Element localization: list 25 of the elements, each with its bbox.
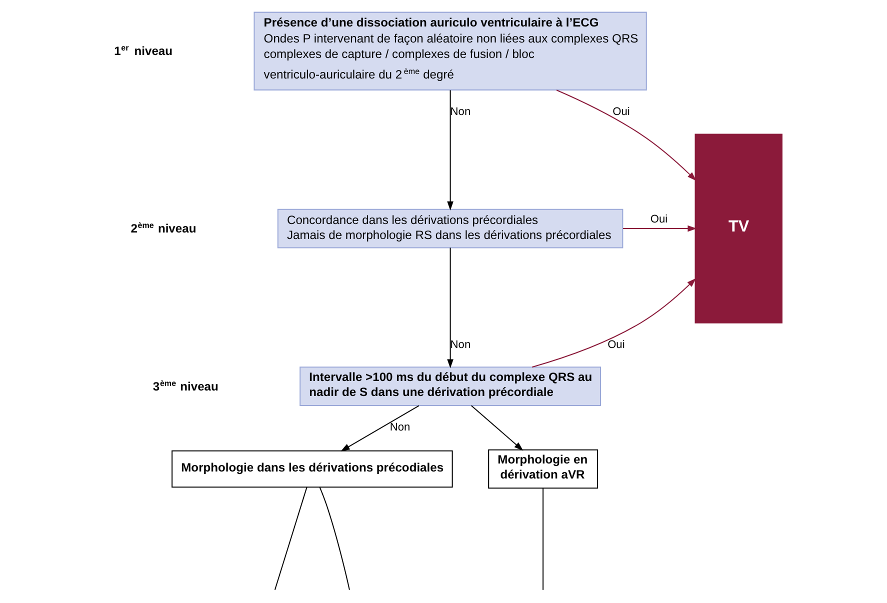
node-box: Morphologie dans les dérivations précodiales [171,450,452,488]
arrow [446,90,453,210]
arrow [470,405,523,451]
arrow [622,225,696,232]
label: 2$^{ème}$ niveau [130,221,196,236]
connector [318,487,350,590]
node-box: Morphologie en dérivation aVR [488,449,598,489]
arrow [446,248,453,368]
label: 3$^{ème}$ niveau [152,378,218,394]
label: 1$^{er}$ niveau [114,44,172,58]
arrow [340,405,419,452]
edge-label: Non [450,338,470,351]
node-box: TV [694,134,782,324]
connector [542,488,544,590]
edge-label: Oui [607,338,624,351]
connector [274,487,307,590]
arrow [531,278,696,368]
edge-label: Oui [650,213,668,226]
node-box: Intervalle >100 ms du début du complexe QRS au nadir de S dans une dérivation précordiale [299,366,601,406]
arrow [556,90,696,181]
node-box: Concordance dans les dérivations précordiales Jamais de morphologie RS dans les dérivations précordiales [276,208,623,248]
node-box: Présence d’une dissociation auriculo ventriculaire à l’ECG Ondes P intervenant de façon aléatoire non liées aux complexes QRS complexes de capture / complexes de fusion / bloc ventriculo-auriculaire du 2$^{ème}$ degré [253,12,646,90]
edge-label: Non [450,106,470,118]
edge-label: Non [389,421,410,434]
edge-label: Oui [612,106,630,118]
